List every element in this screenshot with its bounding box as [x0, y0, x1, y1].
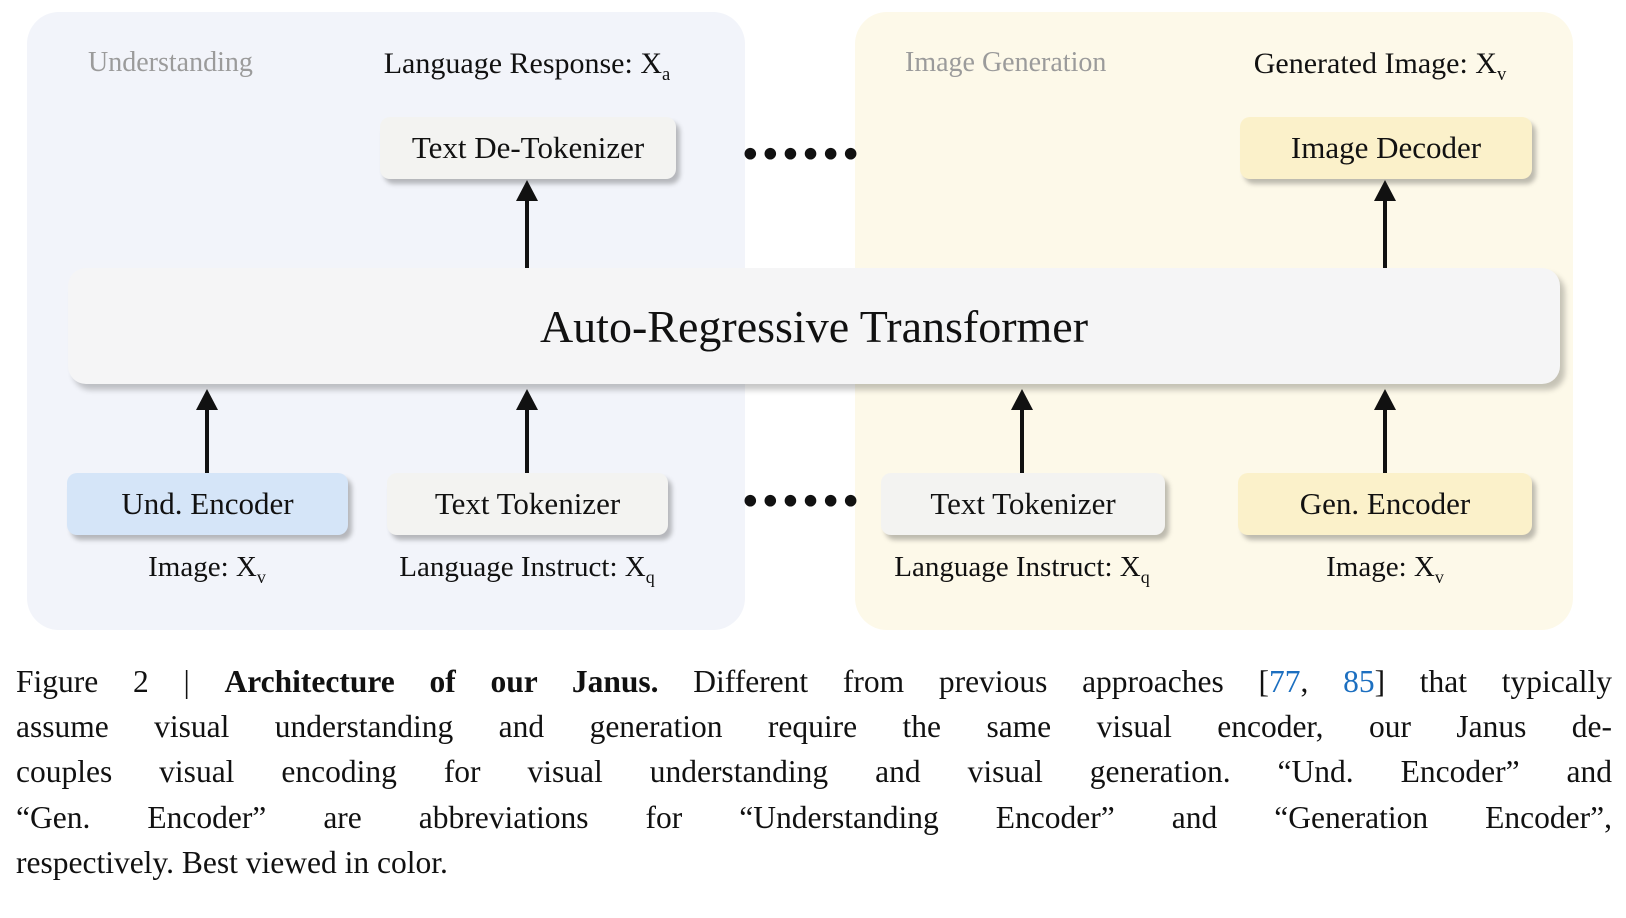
caption-text: assume visual understanding and generati… [16, 709, 1612, 745]
language-instruct-subscript: q [1140, 566, 1150, 587]
arrowhead-icon [1011, 389, 1033, 410]
caption-text: couples visual encoding for visual under… [16, 754, 1612, 790]
caption-line: Figure 2 | Architecture of our Janus. Di… [16, 659, 1612, 704]
text-tokenizer-left-box: Text Tokenizer [387, 473, 668, 535]
und-encoder-box: Und. Encoder [67, 473, 348, 535]
image-input-label-left: Image: Xv [148, 551, 266, 587]
generated-image-label: Generated Image: Xv [1253, 47, 1507, 84]
language-response-label: Language Response: Xa [383, 47, 671, 84]
language-instruct-text: Language Instruct: X [894, 551, 1141, 583]
arrow-from-text-tokenizer-right [1010, 389, 1034, 473]
caption-text: Different from previous approaches [ [658, 664, 1269, 699]
citation-link[interactable]: 85 [1343, 664, 1375, 699]
figure-caption: Figure 2 | Architecture of our Janus. Di… [16, 659, 1612, 885]
arrow-shaft [204, 407, 210, 473]
arrowhead-icon [516, 389, 538, 410]
caption-line: couples visual encoding for visual under… [16, 749, 1612, 794]
gen-encoder-box: Gen. Encoder [1238, 473, 1532, 535]
citation-link[interactable]: 77 [1268, 664, 1301, 699]
arrow-to-image-decoder [1373, 180, 1397, 268]
text-tokenizer-right-box: Text Tokenizer [881, 473, 1165, 535]
arrow-from-gen-encoder [1373, 389, 1397, 473]
auto-regressive-transformer-box: Auto-Regressive Transformer [68, 268, 1560, 384]
arrowhead-icon [1374, 180, 1396, 201]
arrowhead-icon [1374, 389, 1396, 410]
caption-bold-text: Architecture of our Janus. [224, 664, 659, 699]
caption-text: “Gen. Encoder” are abbreviations for “Un… [16, 799, 1612, 835]
image-generation-panel-title: Image Generation [905, 47, 1107, 78]
arrow-shaft [1382, 198, 1388, 268]
image-decoder-box: Image Decoder [1240, 117, 1532, 179]
image-input-label-right: Image: Xv [1326, 551, 1444, 587]
arrow-from-und-encoder [195, 389, 219, 473]
language-response-text: Language Response: X [383, 47, 662, 80]
arrow-shaft [1382, 407, 1388, 473]
language-instruct-subscript: q [645, 566, 655, 587]
language-instruct-label-left: Language Instruct: Xq [399, 551, 655, 587]
ellipsis-dots-top: •••••• [739, 135, 862, 174]
image-input-text: Image: X [148, 551, 257, 583]
arrow-from-text-tokenizer-left [515, 389, 539, 473]
image-input-subscript: v [256, 566, 266, 587]
arrowhead-icon [516, 180, 538, 201]
generated-image-text: Generated Image: X [1253, 47, 1497, 80]
generated-image-subscript: v [1496, 64, 1507, 85]
caption-text: ] that typically [1374, 664, 1612, 699]
understanding-panel-title: Understanding [88, 47, 253, 78]
caption-text: respectively. Best viewed in color. [16, 844, 448, 880]
arrow-shaft [1019, 407, 1025, 473]
image-input-subscript: v [1434, 566, 1444, 587]
ellipsis-dots-bottom: •••••• [739, 482, 862, 521]
arrowhead-icon [196, 389, 218, 410]
image-input-text: Image: X [1326, 551, 1435, 583]
language-instruct-text: Language Instruct: X [399, 551, 646, 583]
arrow-shaft [524, 407, 530, 473]
caption-line: assume visual understanding and generati… [16, 704, 1612, 749]
caption-line: respectively. Best viewed in color. [16, 840, 1612, 885]
caption-text: Figure 2 | [16, 664, 225, 699]
caption-text: , [1300, 664, 1344, 699]
language-response-subscript: a [662, 64, 671, 85]
text-detokenizer-box: Text De-Tokenizer [380, 117, 676, 179]
language-instruct-label-right: Language Instruct: Xq [894, 551, 1150, 587]
caption-line: “Gen. Encoder” are abbreviations for “Un… [16, 795, 1612, 840]
arrow-shaft [524, 198, 530, 268]
arrow-to-text-detokenizer [515, 180, 539, 268]
